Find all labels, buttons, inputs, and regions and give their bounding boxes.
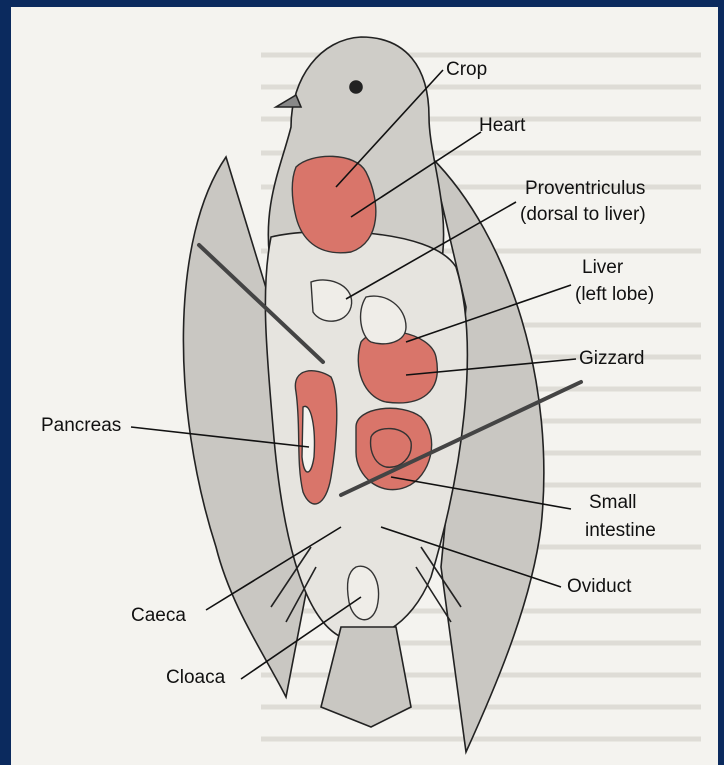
label-cloaca: Cloaca [166, 667, 226, 688]
beak [276, 95, 301, 107]
label-heart: Heart [479, 115, 526, 136]
paper-background: Crop Heart Proventriculus (dorsal to liv… [11, 7, 718, 765]
eye [350, 81, 362, 93]
label-crop: Crop [446, 59, 487, 80]
label-liver-note: (left lobe) [575, 284, 654, 305]
pigeon-anatomy-diagram: Crop Heart Proventriculus (dorsal to liv… [11, 7, 718, 765]
label-caeca: Caeca [131, 605, 186, 626]
label-pancreas: Pancreas [41, 415, 121, 436]
label-liver: Liver [582, 257, 624, 278]
label-oviduct: Oviduct [567, 576, 632, 597]
pigeon-body [183, 37, 543, 752]
label-gizzard: Gizzard [579, 348, 644, 369]
label-proventriculus-note: (dorsal to liver) [520, 204, 646, 225]
label-intestine: intestine [585, 520, 656, 541]
cloaca-organ [347, 566, 378, 620]
label-proventriculus: Proventriculus [525, 178, 645, 199]
label-small: Small [589, 492, 637, 513]
